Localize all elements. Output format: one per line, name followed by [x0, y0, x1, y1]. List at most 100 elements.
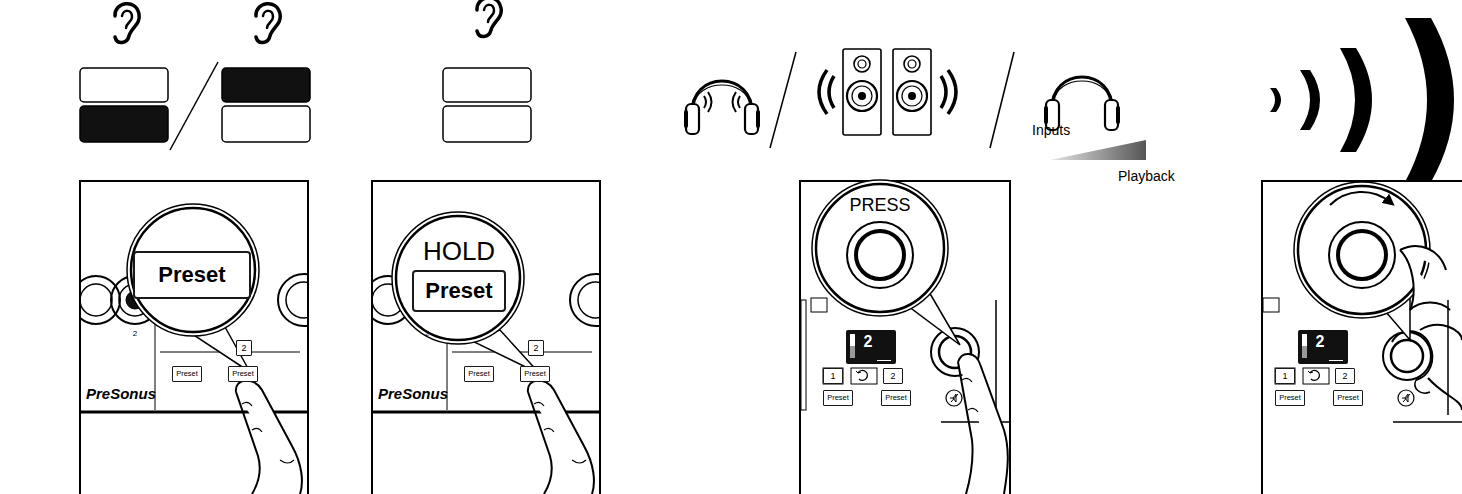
callout-bubble	[812, 180, 948, 316]
button-label: Preset	[827, 394, 849, 402]
monitor-icons	[1050, 140, 1146, 160]
callout-bubble	[1329, 222, 1395, 288]
device-front	[962, 378, 978, 412]
ear-icon	[477, 0, 501, 37]
button-label: 2	[533, 344, 538, 353]
callout-bubble	[396, 216, 520, 340]
panel-label: 2	[133, 330, 137, 338]
device-front	[1391, 340, 1423, 372]
device-front	[80, 276, 120, 324]
device-front	[528, 380, 594, 494]
device-front	[958, 362, 973, 494]
monitor-icons	[819, 70, 834, 114]
device-front	[278, 274, 308, 326]
ear-icon	[256, 4, 280, 43]
volume-waves	[1405, 18, 1454, 182]
device-front	[80, 284, 112, 316]
channel-indicator	[443, 106, 531, 142]
device-front	[534, 402, 586, 463]
callout-bubble	[816, 184, 944, 312]
channel-indicator	[80, 68, 168, 102]
callout-bubble	[392, 212, 524, 344]
monitor-icons	[770, 52, 796, 148]
device-front	[958, 354, 1008, 494]
panel-button: 2	[1335, 368, 1355, 384]
panel-button: Preset	[823, 390, 853, 406]
panel-button: 1	[823, 368, 843, 384]
callout-bubble	[1294, 182, 1450, 340]
monitor-icons	[733, 92, 741, 112]
device-front	[1383, 332, 1431, 380]
device-front	[528, 392, 552, 494]
button-label: 1	[1282, 372, 1287, 381]
volume-waves	[1270, 18, 1454, 182]
device-front	[242, 402, 294, 463]
panel-label: 2	[425, 330, 429, 338]
button-label: Preset	[158, 264, 225, 286]
callout-bubble	[131, 208, 255, 332]
brand-logo: PreSonus	[86, 386, 156, 401]
callout-bubble	[127, 204, 259, 372]
volume-waves	[1300, 70, 1320, 130]
device-front	[578, 282, 600, 318]
button-label: 2	[241, 344, 246, 353]
device-front	[1392, 331, 1432, 380]
channel-indicator	[80, 106, 168, 142]
callout-bubble	[1400, 246, 1450, 310]
panel-button: Preset	[1275, 390, 1305, 406]
device-front	[1420, 325, 1462, 410]
channel-indicator	[222, 106, 310, 142]
preset-button-callout: HOLDPreset	[412, 270, 506, 312]
step-frame	[372, 181, 600, 494]
device-front	[286, 282, 308, 318]
button-label: 1	[830, 372, 835, 381]
monitor-icons	[990, 52, 1014, 148]
step-frame	[80, 181, 308, 494]
volume-waves	[1340, 48, 1372, 152]
panel-button: 2	[236, 340, 252, 356]
callout-bubble	[856, 231, 904, 279]
callout-bubble	[127, 204, 259, 336]
callout-bubble	[1338, 231, 1386, 279]
panel-button: 1	[1275, 368, 1295, 384]
channel-indicator	[222, 68, 310, 102]
panel-button: Preset	[172, 366, 202, 382]
panel-label: Inputs	[1032, 123, 1070, 137]
display-readout: 2	[864, 334, 873, 350]
ear-icon	[115, 4, 139, 43]
channel-indicator	[170, 62, 218, 150]
button-label: Preset	[425, 280, 492, 302]
device-front	[570, 274, 600, 326]
device-front	[80, 240, 308, 494]
monitor-icons	[893, 49, 931, 135]
device-front	[452, 352, 592, 353]
device-front	[1415, 380, 1430, 393]
panel-button: Preset	[1333, 390, 1363, 406]
step-frame	[80, 181, 1462, 494]
callout-bubble	[812, 180, 960, 345]
button-label: Preset	[176, 370, 198, 378]
button-label: Preset	[232, 370, 254, 378]
volume-waves	[1270, 88, 1281, 112]
panel-button: Preset	[464, 366, 494, 382]
monitor-icons	[684, 81, 760, 134]
monitor-icons	[941, 70, 956, 114]
button-label: Preset	[1279, 394, 1301, 402]
monitor-icons	[684, 49, 1146, 160]
monitor-icons	[843, 49, 881, 135]
button-label: 2	[1342, 372, 1347, 381]
preset-button-callout: Preset	[133, 251, 251, 299]
panel-button: Preset	[881, 390, 911, 406]
panel-button: Preset	[228, 366, 258, 382]
action-heading: HOLD	[423, 238, 495, 264]
panel-button: Preset	[520, 366, 550, 382]
step-frame	[1262, 181, 1462, 494]
channel-indicator	[443, 68, 531, 102]
button-label: Preset	[885, 394, 907, 402]
panel-button: 2	[883, 368, 903, 384]
callout-bubble	[392, 212, 540, 374]
panel-label: PRESS	[849, 196, 910, 214]
panel-label: Playback	[1118, 169, 1175, 183]
button-label: 2	[890, 372, 895, 381]
